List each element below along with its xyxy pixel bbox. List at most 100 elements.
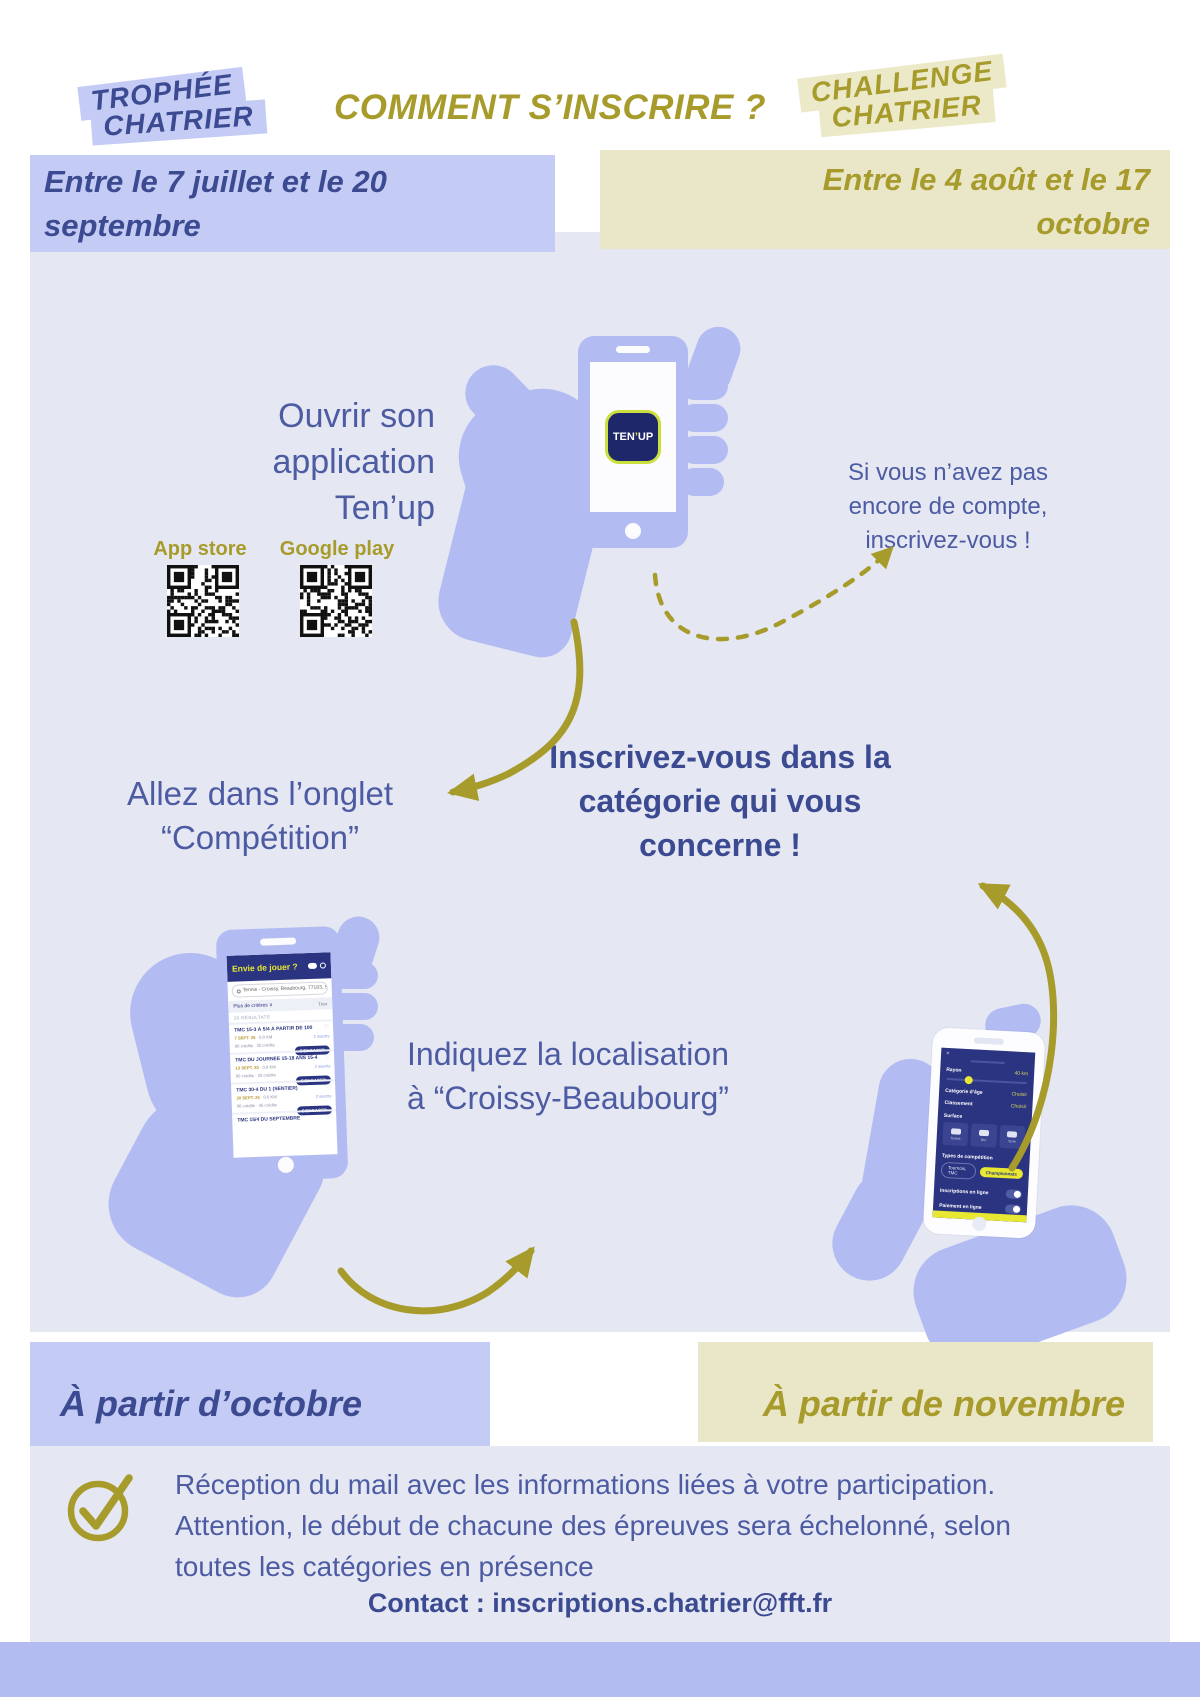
appstore-label: App store <box>153 538 247 560</box>
card-date: 13 SEPT. 25 <box>235 1064 259 1071</box>
googleplay-label: Google play <box>279 538 395 560</box>
phone-competition-list: Envie de jouer ? Tennis - Croissy, Beaub… <box>215 925 349 1183</box>
search-icon <box>236 988 241 994</box>
surface-option: Terre <box>998 1124 1026 1150</box>
card-link: 2 inscrits <box>315 1093 332 1099</box>
heart-icon: ♡ <box>326 1114 333 1121</box>
ranking-value: Choisir <box>1010 1103 1027 1111</box>
card-title: TMC 15/4 DU SEPTEMBRE <box>237 1115 301 1124</box>
surface-option: Toutes <box>942 1121 969 1147</box>
text-line: catégorie qui vous <box>578 783 862 819</box>
text-line: Si vous n’avez pas <box>847 459 1049 486</box>
text-line: Dur <box>980 1137 987 1142</box>
home-button <box>971 1216 987 1232</box>
phone-tenup: TEN’UP <box>578 336 688 548</box>
criteria-row: Plus de critères ∨ Trier <box>228 997 333 1013</box>
step2-text: Allez dans l’onglet “Compétition” <box>95 772 425 860</box>
card-distance: · 0,0 KM <box>255 1034 273 1040</box>
footer-bar <box>0 1642 1200 1697</box>
card-distance: · 0,0 KM <box>258 1064 276 1070</box>
age-label: Catégorie d’âge <box>944 1087 983 1096</box>
text-line: Attention, le début de chacune des épreu… <box>175 1510 1011 1541</box>
step4-text: Indiquez la localisation à “Croissy-Beau… <box>373 1032 763 1120</box>
text-line: encore de compte, <box>848 493 1048 520</box>
app-header: Envie de jouer ? <box>226 952 332 982</box>
radius-value: 40 km <box>1014 1070 1029 1078</box>
search-input: Tennis - Croissy, Beaubourg, 77183, Sein… <box>231 981 328 998</box>
text-line: Ouvrir son <box>278 397 435 435</box>
card-distance: · 0,0 KM <box>259 1094 277 1100</box>
card-date: 7 SEPT. 25 <box>234 1034 256 1041</box>
slider-knob <box>964 1075 973 1085</box>
hand-shape <box>680 404 728 432</box>
badge-challenge-chatrier: CHALLENGE CHATRIER <box>797 53 1010 140</box>
card-link: 2 inscrits <box>313 1033 330 1039</box>
tenup-app-icon: TEN’UP <box>605 410 661 464</box>
ranking-label: Classement <box>944 1099 973 1108</box>
surface-icon <box>1007 1130 1018 1138</box>
text-line: toutes les catégories en présence <box>175 1551 594 1582</box>
text-line: à “Croissy-Beaubourg” <box>407 1080 729 1116</box>
sort-label: Trier <box>318 1000 328 1007</box>
badge-trophee-chatrier: TROPHÉE CHATRIER <box>77 66 267 148</box>
criteria-label: Plus de critères ∨ <box>233 1002 273 1010</box>
text-line: Ten’up <box>334 489 435 527</box>
text-line: Inscrivez-vous dans la <box>549 739 891 775</box>
step1-text: Ouvrir son application Ten’up <box>135 393 435 531</box>
banner-from-october: À partir d’octobre <box>30 1342 490 1446</box>
phone-screen: Envie de jouer ? Tennis - Croissy, Beaub… <box>226 952 338 1158</box>
toggle-switch <box>1005 1189 1023 1200</box>
hand-shape <box>680 436 728 464</box>
account-note: Si vous n’avez pas encore de compte, ins… <box>826 456 1070 558</box>
tournament-card: TMC DU JOURNÉE 15-18 ANS 15-4 À 5/4 ♡ 13… <box>229 1049 335 1086</box>
home-button <box>277 1156 295 1174</box>
banner-dates-challenge: Entre le 4 août et le 17 octobre <box>600 150 1170 249</box>
card-link: 2 inscrits <box>314 1063 331 1069</box>
text-line: Indiquez la localisation <box>407 1036 729 1072</box>
text-line: septembre <box>44 208 201 243</box>
text-line: application <box>272 443 435 481</box>
text-line: ’ <box>634 431 638 443</box>
phone-screen: × Rayon 40 km Catégorie d’âge Choisir Cl… <box>932 1047 1036 1223</box>
age-value: Choisir <box>1011 1091 1028 1099</box>
surface-option: Dur <box>970 1123 998 1148</box>
competition-type-pills: Tournois, TMC Championnats <box>935 1161 1030 1182</box>
banner-dates-trophee: Entre le 7 juillet et le 20 septembre <box>30 155 555 252</box>
divider <box>970 1060 1005 1064</box>
home-button <box>625 523 641 539</box>
step3-text: Inscrivez-vous dans la catégorie qui vou… <box>520 735 920 867</box>
text-line: TEN <box>612 431 635 443</box>
toggle-label: Inscriptions en ligne <box>939 1187 989 1196</box>
close-icon: × <box>945 1050 950 1058</box>
banner-from-november: À partir de novembre <box>698 1342 1153 1442</box>
content-panel-bottom <box>30 1446 1170 1642</box>
radius-slider <box>946 1075 1027 1085</box>
tournament-card: TMC 30-4 DU 1 (SENTIER) ♡ 20 SEPT. 25 · … <box>230 1079 336 1116</box>
toggle-switch <box>1004 1204 1022 1215</box>
phone-speaker <box>616 346 650 353</box>
profile-icon <box>319 962 327 969</box>
text-line: Réception du mail avec les informations … <box>175 1469 996 1500</box>
toggle-label: Paiement en ligne <box>939 1202 982 1211</box>
phone-speaker <box>259 937 297 946</box>
search-text: Tennis - Croissy, Beaubourg, 77183, Sein… <box>242 983 328 994</box>
app-header-title: Envie de jouer ? <box>231 961 298 974</box>
contact-line: Contact : inscriptions.chatrier@fft.fr <box>367 1588 833 1618</box>
text-line: Entre le 4 août et le 17 <box>822 162 1150 197</box>
tournament-card: TMC 15-3 À 5/4 À PARTIR DE 100 ♡ 7 SEPT.… <box>228 1019 334 1056</box>
pill-tournois: Tournois, TMC <box>940 1161 977 1180</box>
reception-note: Réception du mail avec les informations … <box>175 1464 1055 1587</box>
qr-code-googleplay <box>300 565 372 637</box>
text-line: Toutes <box>950 1135 961 1141</box>
heart-icon: ♡ <box>325 1084 332 1091</box>
card-date: 20 SEPT. 25 <box>236 1094 260 1101</box>
text-line: Entre le 7 juillet et le 20 <box>44 164 387 199</box>
phone-screen: TEN’UP <box>590 362 676 512</box>
surface-icon <box>950 1127 961 1135</box>
text-line: Terre <box>1007 1138 1017 1144</box>
text-line: UP <box>637 431 654 443</box>
qr-code-appstore <box>167 565 239 637</box>
page-title: COMMENT S’INSCRIRE ? <box>334 88 766 127</box>
text-line: concerne ! <box>639 827 801 863</box>
